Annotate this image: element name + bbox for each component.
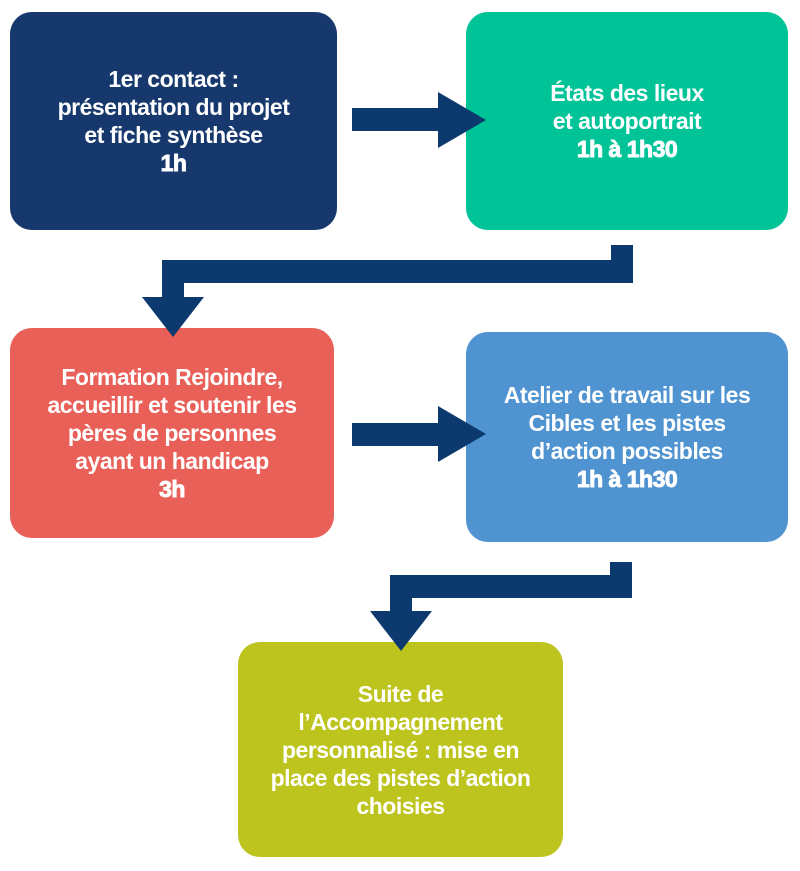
flow-box-step-1: 1er contact : présentation du projet et … bbox=[10, 12, 337, 230]
step-text-line: Formation Rejoindre, bbox=[61, 364, 283, 390]
arrow-down-icon bbox=[370, 611, 432, 651]
arrow-bar bbox=[162, 260, 633, 283]
flow-box-step-3: Formation Rejoindre, accueillir et soute… bbox=[10, 328, 334, 538]
step-text-line: et fiche synthèse bbox=[84, 122, 263, 148]
step-duration: 3h bbox=[159, 476, 186, 503]
arrow-shaft bbox=[352, 108, 440, 131]
step-duration: 1h à 1h30 bbox=[576, 466, 678, 493]
step-duration: 1h bbox=[160, 150, 187, 177]
step-text-line: Suite de bbox=[357, 680, 444, 707]
step-text-line: Atelier de travail sur les bbox=[503, 382, 751, 408]
step-text-line: 1er contact : bbox=[108, 66, 239, 92]
step-duration: 1h à 1h30 bbox=[576, 136, 678, 163]
step-text-line: présentation du projet bbox=[57, 94, 290, 120]
arrow-shaft bbox=[162, 283, 184, 298]
step-text-line: États des lieux bbox=[550, 80, 704, 106]
arrow-shaft bbox=[352, 423, 440, 446]
step-text-line: personnalisé : mise en bbox=[282, 736, 519, 763]
step-text-line: d’action possibles bbox=[531, 438, 723, 464]
flow-box-step-4: Atelier de travail sur les Cibles et les… bbox=[466, 332, 788, 542]
step-text-line: l’Accompagnement bbox=[298, 708, 503, 735]
step-text-line: Cibles et les pistes bbox=[528, 410, 726, 436]
step-text-line: accueillir et soutenir les bbox=[47, 392, 297, 418]
step-text-line: place des pistes d’action bbox=[270, 764, 531, 791]
flow-box-step-2: États des lieux et autoportrait 1h à 1h3… bbox=[466, 12, 788, 230]
step-text-line: et autoportrait bbox=[552, 108, 702, 134]
arrow-shaft bbox=[390, 598, 412, 612]
step-text-line: pères de personnes bbox=[67, 420, 277, 446]
flow-box-step-5: Suite de l’Accompagnement personnalisé :… bbox=[238, 642, 563, 857]
arrow-down-icon bbox=[142, 297, 204, 337]
arrow-bar bbox=[390, 575, 632, 598]
arrow-right-icon bbox=[438, 92, 486, 148]
step-text-line: ayant un handicap bbox=[75, 448, 269, 474]
step-text-line: choisies bbox=[356, 792, 445, 819]
arrow-right-icon bbox=[438, 406, 486, 462]
